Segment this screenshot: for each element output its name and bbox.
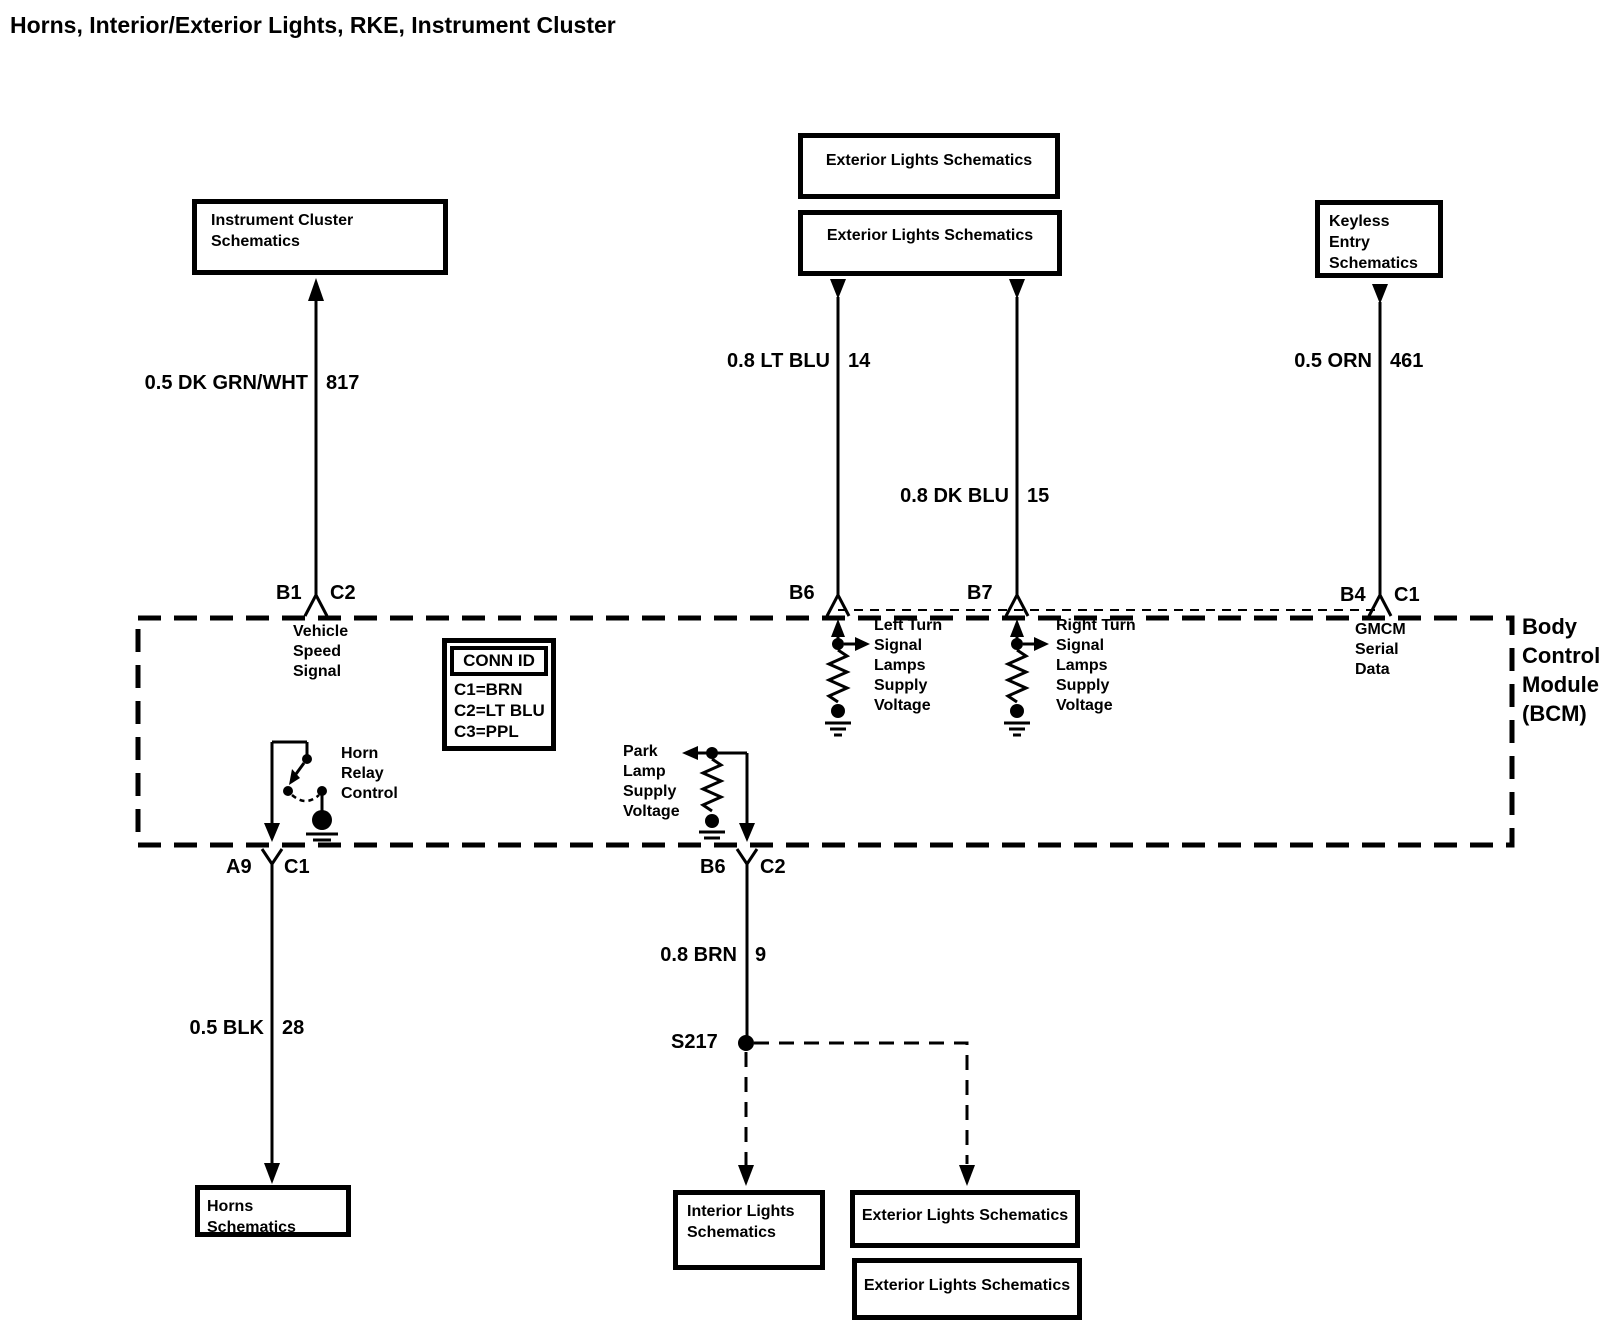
pin-label-b1: B1: [276, 582, 302, 604]
splice-label: S217: [671, 1031, 718, 1053]
wire-right-turn: [1004, 279, 1030, 617]
refbox-label: Keyless Entry Schematics: [1329, 213, 1418, 272]
signal-label-gmcm-serial: GMCM Serial Data: [1355, 621, 1406, 678]
wire-spec-right-turn: 0.8 DK BLU: [900, 485, 1009, 507]
bcm-left-turn-driver: [825, 619, 870, 737]
bcm-park-lamp-driver: [682, 746, 755, 842]
connector-label-c2: C2: [330, 582, 356, 604]
circuit-number-left-turn: 14: [848, 350, 871, 372]
refbox-label: Instrument Cluster Schematics: [211, 212, 354, 250]
bcm-horn-relay: [264, 740, 338, 842]
bcm-right-turn-driver: [1004, 619, 1049, 737]
wire-spec-horn: 0.5 BLK: [189, 1017, 264, 1039]
wire-left-turn: [825, 279, 851, 617]
circuit-number-right-turn: 15: [1027, 485, 1050, 507]
refbox-interior-lights: Interior Lights Schematics: [673, 1190, 825, 1270]
refbox-label: Exterior Lights Schematics: [826, 227, 1034, 244]
circuit-number-vehicle-speed: 817: [326, 372, 360, 394]
refbox-label: Exterior Lights Schematics: [863, 1277, 1071, 1294]
pin-label-b6-bottom: B6: [700, 856, 726, 878]
refbox-exterior-lights-top-1: Exterior Lights Schematics: [798, 133, 1060, 199]
refbox-keyless-entry: Keyless Entry Schematics: [1315, 200, 1443, 278]
wire-spec-vehicle-speed: 0.5 DK GRN/WHT: [144, 372, 308, 394]
wire-gmcm-serial: [1367, 284, 1393, 617]
refbox-label: Exterior Lights Schematics: [861, 1207, 1069, 1224]
pin-label-a9: A9: [226, 856, 252, 878]
page-title: Horns, Interior/Exterior Lights, RKE, In…: [10, 12, 616, 38]
refbox-label: Exterior Lights Schematics: [825, 152, 1033, 169]
connector-label-c1-top: C1: [1394, 584, 1420, 606]
wire-spec-gmcm-serial: 0.5 ORN: [1294, 350, 1372, 372]
conn-id-header: CONN ID: [450, 646, 548, 676]
refbox-horns: Horns Schematics: [195, 1185, 351, 1237]
splice-dot: [738, 1035, 754, 1051]
wire-horn-control: [260, 848, 284, 1184]
signal-label-horn-relay: Horn Relay Control: [341, 745, 398, 802]
refbox-instrument-cluster: Instrument Cluster Schematics: [192, 199, 448, 275]
pin-label-b6-top: B6: [789, 582, 815, 604]
circuit-number-horn: 28: [282, 1017, 305, 1039]
signal-label-park-lamp: Park Lamp Supply Voltage: [623, 743, 680, 820]
refbox-exterior-lights-bottom-1: Exterior Lights Schematics: [850, 1190, 1080, 1248]
refbox-label: Interior Lights Schematics: [687, 1203, 795, 1241]
circuit-number-park: 9: [755, 944, 767, 966]
pin-label-b7: B7: [967, 582, 993, 604]
connector-label-c2-bottom: C2: [760, 856, 786, 878]
signal-label-left-turn: Left Turn Signal Lamps Supply Voltage: [874, 617, 943, 714]
bcm-dashed-border: [135, 609, 1515, 848]
refbox-exterior-lights-bottom-2: Exterior Lights Schematics: [852, 1258, 1082, 1320]
signal-label-right-turn: Right Turn Signal Lamps Supply Voltage: [1056, 617, 1136, 714]
refbox-exterior-lights-top-2: Exterior Lights Schematics: [798, 210, 1062, 276]
conn-id-row: C1=BRN: [454, 680, 523, 699]
wire-spec-park: 0.8 BRN: [660, 944, 737, 966]
conn-id-row: C3=PPL: [454, 722, 519, 741]
conn-id-legend: CONN ID C1=BRN C2=LT BLU C3=PPL: [442, 638, 556, 751]
circuit-number-gmcm-serial: 461: [1390, 350, 1424, 372]
pin-label-b4: B4: [1340, 584, 1366, 606]
conn-id-row: C2=LT BLU: [454, 701, 545, 720]
wire-park-lamp: [735, 848, 975, 1186]
bcm-module-label: Body Control Module (BCM): [1522, 614, 1601, 726]
wire-vehicle-speed: [303, 278, 329, 617]
connector-label-c1-bottom: C1: [284, 856, 310, 878]
signal-label-vehicle-speed: Vehicle Speed Signal: [293, 623, 349, 680]
wire-spec-left-turn: 0.8 LT BLU: [727, 350, 830, 372]
refbox-label: Horns Schematics: [207, 1198, 296, 1236]
